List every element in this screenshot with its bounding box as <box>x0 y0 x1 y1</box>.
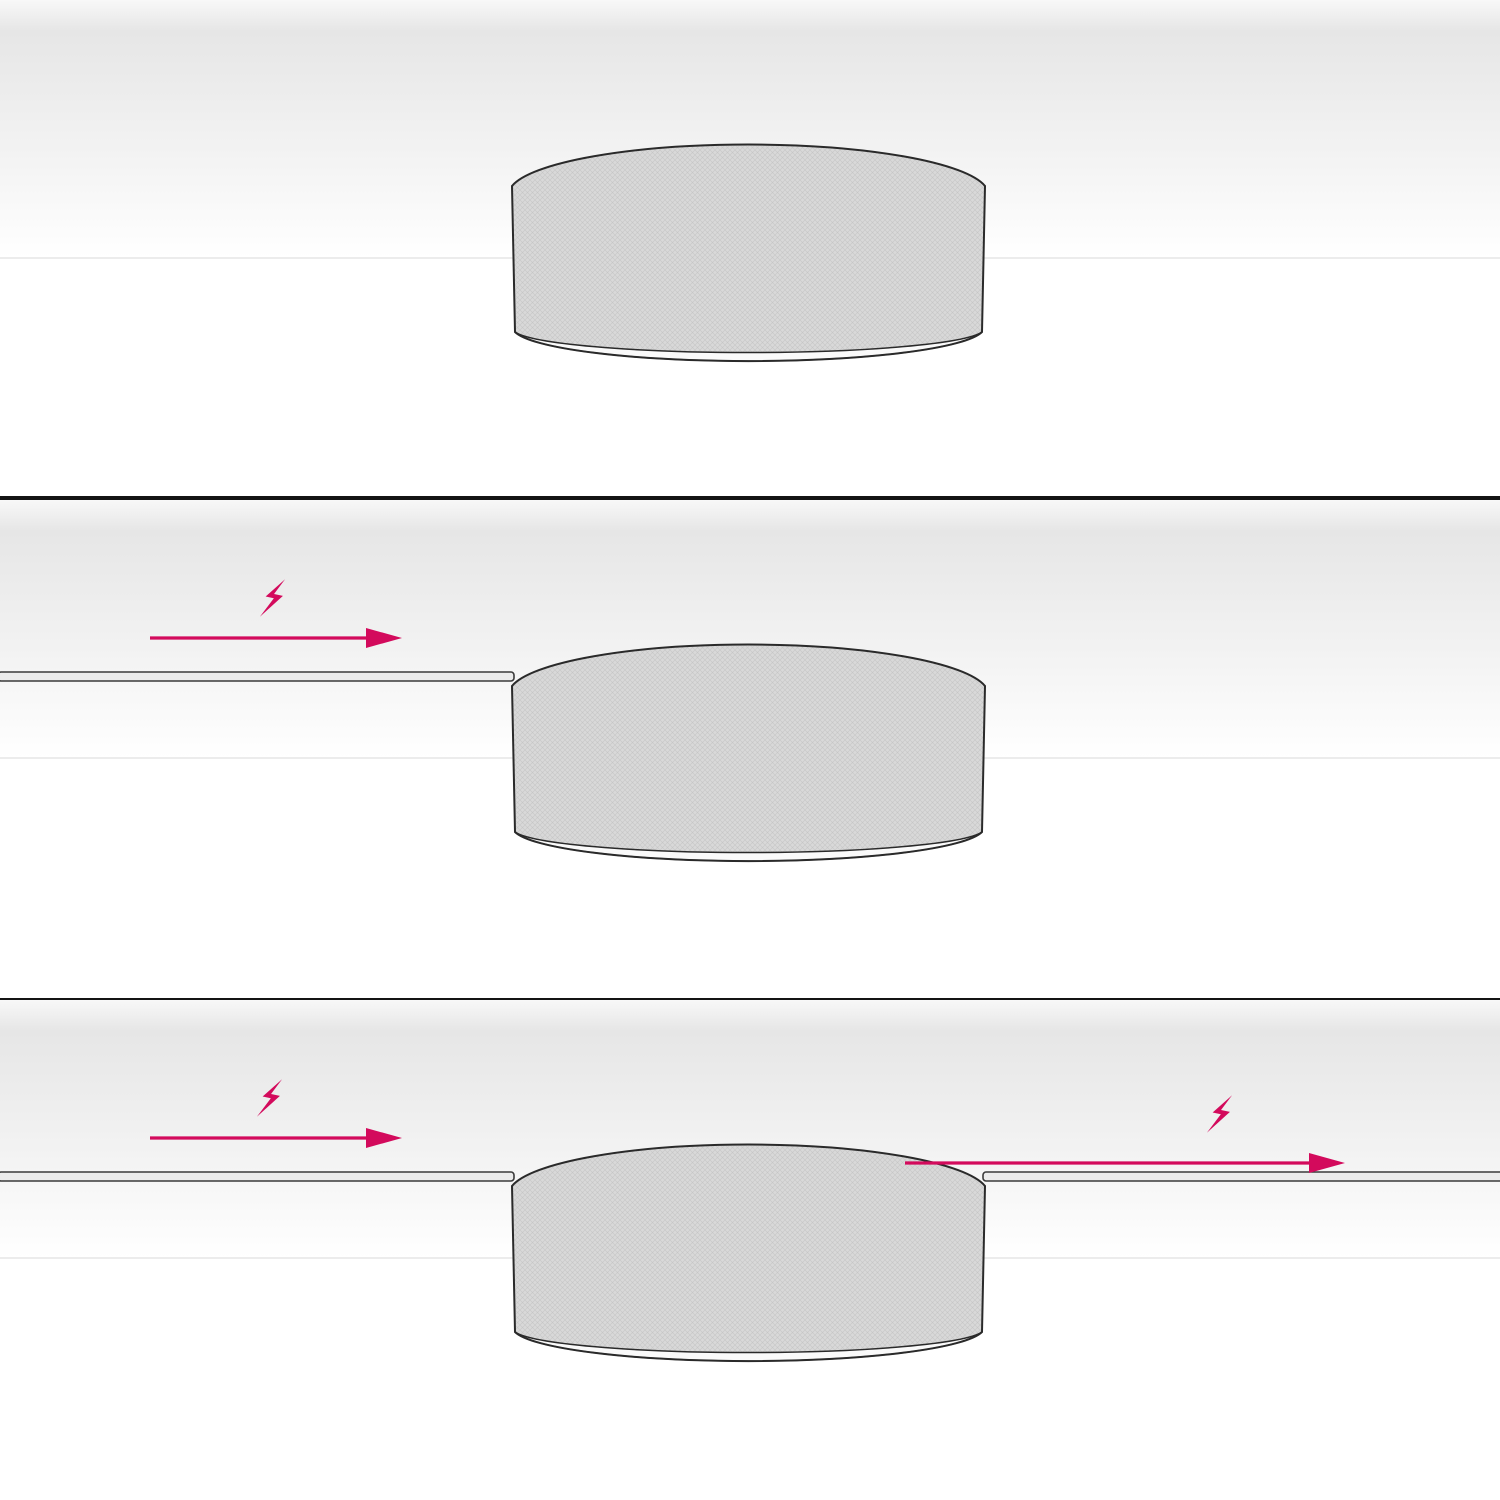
arrowhead <box>366 1128 402 1148</box>
panel-top-flush-lamp <box>0 0 1500 363</box>
arrowhead <box>1309 1153 1345 1173</box>
flat-cable-left <box>0 671 515 682</box>
drum-lampshade <box>511 143 986 363</box>
panel-bottom-pass-through-lamp <box>0 1000 1500 1363</box>
arrowhead <box>366 628 402 648</box>
flat-cable-right <box>982 1171 1500 1182</box>
power-direction-arrow-left <box>150 628 402 648</box>
panel-divider <box>0 496 1500 500</box>
drum-lampshade <box>511 1143 986 1363</box>
power-direction-arrow-right <box>905 1153 1345 1173</box>
panel-middle-left-feed-lamp <box>0 500 1500 863</box>
flat-cable-left <box>0 1171 515 1182</box>
power-direction-arrow-left <box>150 1128 402 1148</box>
drum-lampshade <box>511 643 986 863</box>
